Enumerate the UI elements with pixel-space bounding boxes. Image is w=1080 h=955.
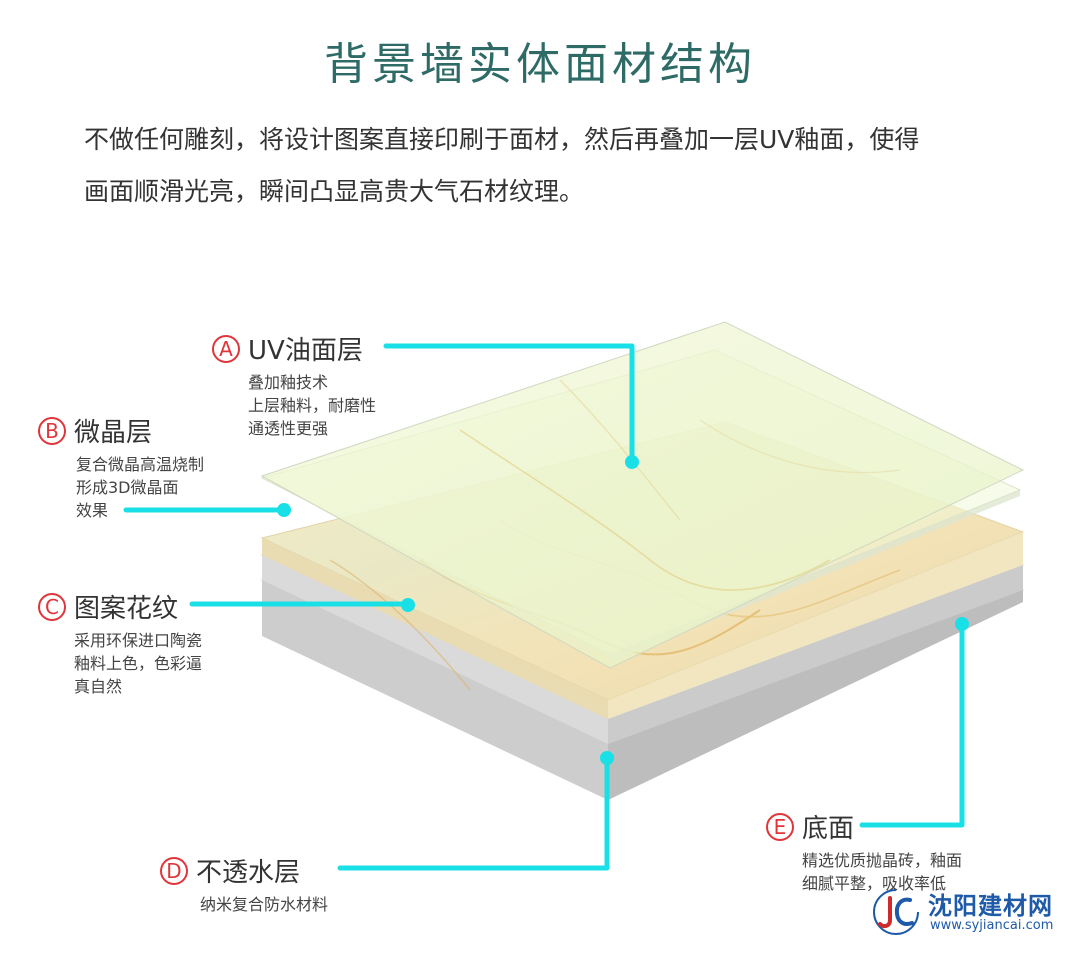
callout-dot-b: [277, 503, 291, 517]
jc-logo-icon: [873, 889, 919, 935]
label-c-desc-1: 采用环保进口陶瓷: [74, 631, 203, 650]
watermark-name: 沈阳建材网: [928, 892, 1053, 920]
label-c-desc-3: 真自然: [74, 677, 123, 696]
uv-marble-vein-3: [699, 419, 901, 474]
uv-marble-vein-1: [459, 429, 831, 591]
layer-a-sheet: [260, 321, 1025, 669]
label-b-desc-1: 复合微晶高温烧制: [76, 455, 205, 474]
label-d: D 不透水层 纳米复合防水材料: [160, 852, 328, 916]
page-title: 背景墙实体面材结构: [324, 39, 756, 90]
label-a-desc-3: 通透性更强: [248, 419, 329, 438]
layer-a-uv: [260, 321, 1025, 669]
label-c-desc: 采用环保进口陶瓷 釉料上色，色彩逼 真自然: [74, 629, 202, 698]
label-b-name: 微晶层: [74, 418, 153, 448]
label-e: E 底面 精选优质抛晶砖，釉面 细腻平整，吸收率低: [766, 808, 962, 895]
label-a-name: UV油面层: [248, 336, 363, 366]
callout-dot-d: [600, 751, 614, 765]
label-a-desc-1: 叠加釉技术: [248, 373, 329, 392]
label-e-desc-2: 细腻平整，吸收率低: [802, 874, 947, 893]
label-b-desc-2: 形成3D微晶面: [76, 478, 179, 497]
badge-e: E: [766, 812, 794, 841]
callout-dot-e: [955, 617, 969, 631]
callout-lines: [123, 343, 965, 871]
label-b-desc-3: 效果: [76, 501, 109, 520]
intro-text: 不做任何雕刻，将设计图案直接印刷于面材，然后再叠加一层UV釉面，使得 画面顺滑光…: [84, 114, 1024, 218]
label-a-desc-2: 上层釉料，耐磨性: [248, 396, 377, 415]
label-a: A UV油面层 叠加釉技术 上层釉料，耐磨性 通透性更强: [212, 330, 376, 440]
layer-c-right-side: [608, 532, 1023, 719]
intro-line-2: 画面顺滑光亮，瞬间凸显高贵大气石材纹理。: [84, 177, 585, 206]
layer-e-front-side: [262, 580, 608, 800]
callout-line-d: [337, 757, 610, 871]
badge-d: D: [160, 856, 188, 885]
callout-dots: [277, 455, 969, 765]
badge-a: A: [212, 334, 240, 363]
label-e-desc-1: 精选优质抛晶砖，釉面: [802, 851, 963, 870]
callout-dot-c: [401, 598, 415, 612]
watermark: 沈阳建材网 www.syjiancai.com: [870, 884, 1070, 944]
callout-dot-a: [625, 455, 639, 469]
layer-e-right-side: [608, 590, 1023, 800]
label-c-name: 图案花纹: [74, 594, 179, 624]
uv-marble-vein-2: [559, 379, 681, 521]
label-c-desc-2: 釉料上色，色彩逼: [74, 654, 203, 673]
intro-line-1: 不做任何雕刻，将设计图案直接印刷于面材，然后再叠加一层UV釉面，使得: [84, 125, 920, 154]
label-b: B 微晶层 复合微晶高温烧制 形成3D微晶面 效果: [38, 412, 204, 522]
label-e-name: 底面: [802, 814, 855, 844]
label-c: C 图案花纹 采用环保进口陶瓷 釉料上色，色彩逼 真自然: [38, 588, 202, 698]
watermark-url: www.syjiancai.com: [930, 918, 1054, 933]
label-e-desc: 精选优质抛晶砖，釉面 细腻平整，吸收率低: [802, 849, 962, 895]
layer-c-front-side: [262, 538, 608, 719]
callout-line-a: [383, 343, 635, 463]
label-d-desc-1: 纳米复合防水材料: [200, 895, 329, 914]
label-b-desc: 复合微晶高温烧制 形成3D微晶面 效果: [76, 453, 204, 522]
marble-vein-3: [329, 559, 471, 691]
label-d-desc: 纳米复合防水材料: [200, 893, 328, 916]
callout-line-e: [859, 622, 965, 828]
label-d-name: 不透水层: [196, 858, 301, 888]
badge-b: B: [38, 416, 66, 445]
badge-c: C: [38, 592, 66, 621]
label-a-desc: 叠加釉技术 上层釉料，耐磨性 通透性更强: [248, 371, 376, 440]
layer-d-right-side: [608, 565, 1023, 744]
